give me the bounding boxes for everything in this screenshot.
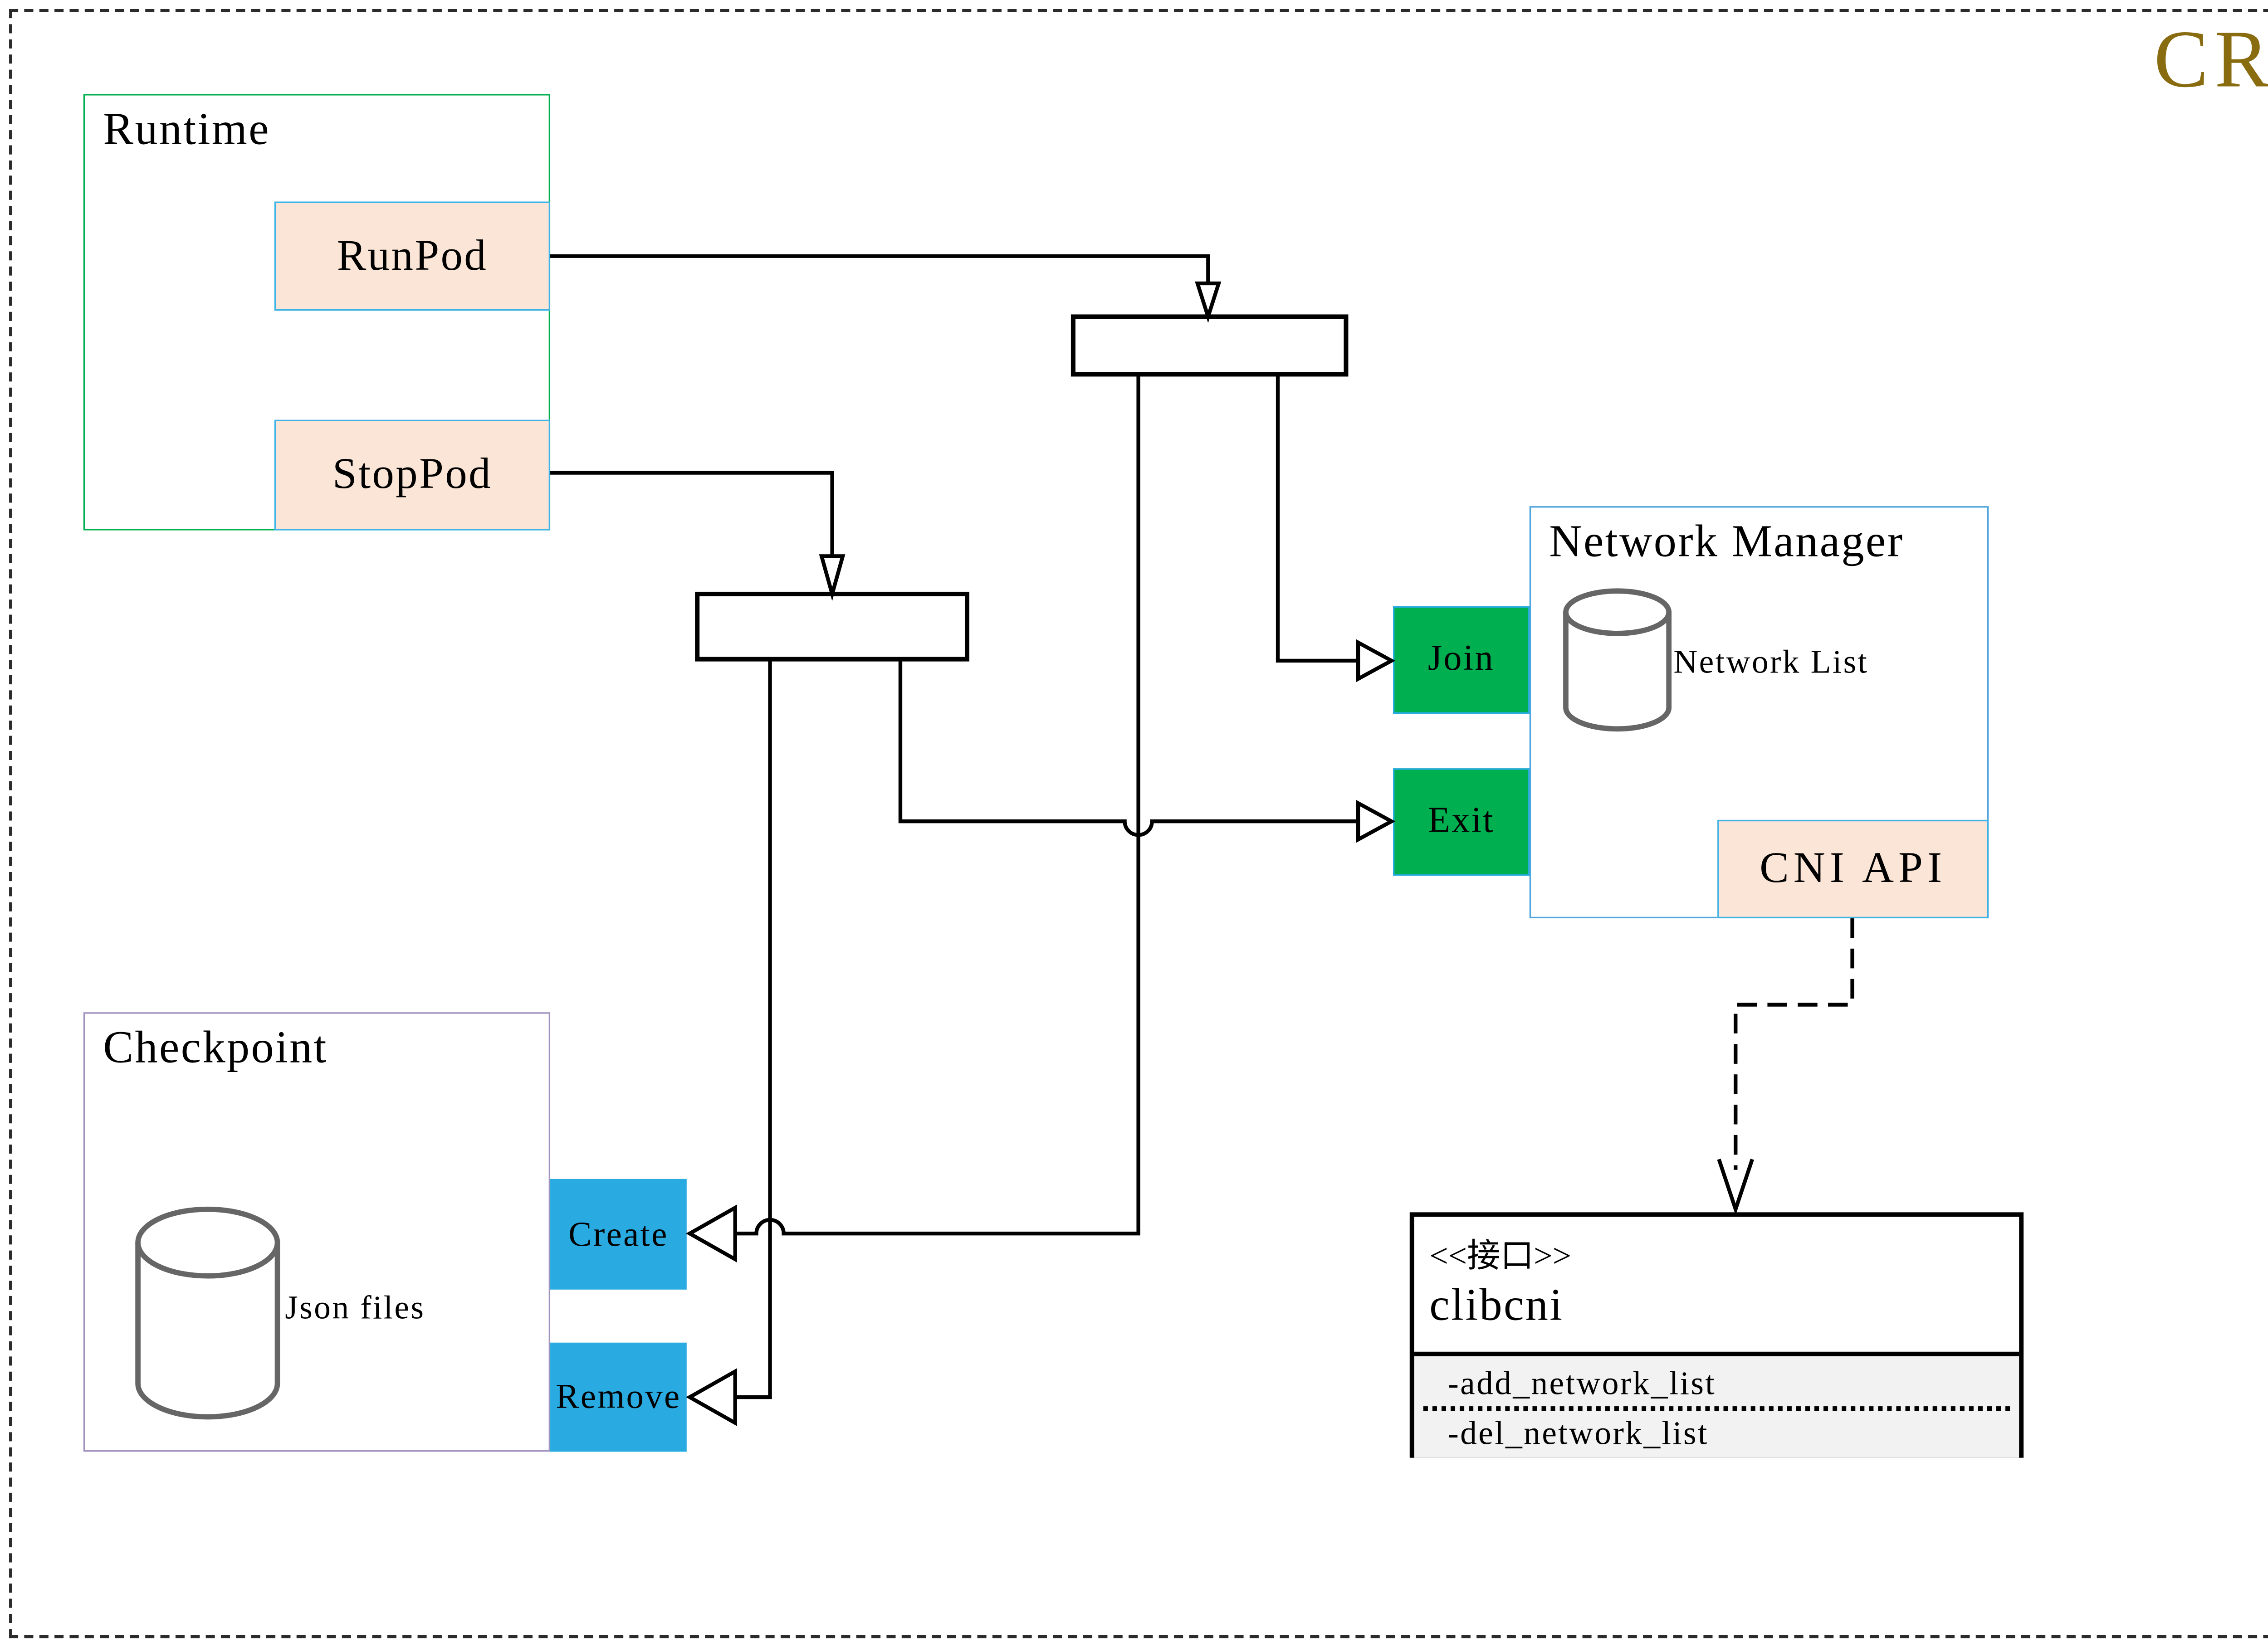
network-list-label: Network List (1673, 642, 1869, 681)
dashed-page-border (9, 9, 2268, 1638)
remove-node[interactable]: Remove (550, 1342, 687, 1452)
clibcni-stereotype: <<接口>> (1429, 1236, 1572, 1275)
clibcni-method-add: -add_network_list (1447, 1364, 1716, 1402)
runtime-label: Runtime (103, 104, 270, 155)
checkpoint-label: Checkpoint (103, 1023, 328, 1073)
exit-label: Exit (1427, 801, 1495, 841)
method-divider (1423, 1406, 2010, 1411)
exit-node[interactable]: Exit (1393, 768, 1530, 876)
stoppod-node[interactable]: StopPod (274, 419, 551, 531)
cni-api-node[interactable]: CNI API (1717, 819, 1989, 919)
cni-api-label: CNI API (1760, 844, 1947, 893)
runpod-label: RunPod (337, 231, 488, 280)
runpod-node[interactable]: RunPod (274, 201, 551, 311)
clibcni-title-section: <<接口>> clibcni (1414, 1217, 2019, 1352)
clibcni-interface-box: <<接口>> clibcni -add_network_list -del_ne… (1409, 1212, 2024, 1458)
create-label: Create (568, 1214, 669, 1252)
stoppod-label: StopPod (332, 450, 492, 499)
clibcni-name: clibcni (1429, 1280, 1564, 1331)
join-node[interactable]: Join (1393, 606, 1530, 714)
network-manager-label: Network Manager (1549, 517, 1904, 567)
clibcni-method-del: -del_network_list (1447, 1413, 1709, 1452)
diagram-title: CRI (2154, 14, 2268, 105)
create-node[interactable]: Create (550, 1179, 687, 1290)
remove-label: Remove (556, 1377, 681, 1416)
join-label: Join (1427, 639, 1495, 679)
checkpoint-container: Checkpoint (83, 1012, 551, 1452)
clibcni-methods-section: -add_network_list -del_network_list (1414, 1351, 2019, 1458)
json-files-label: Json files (285, 1288, 425, 1326)
